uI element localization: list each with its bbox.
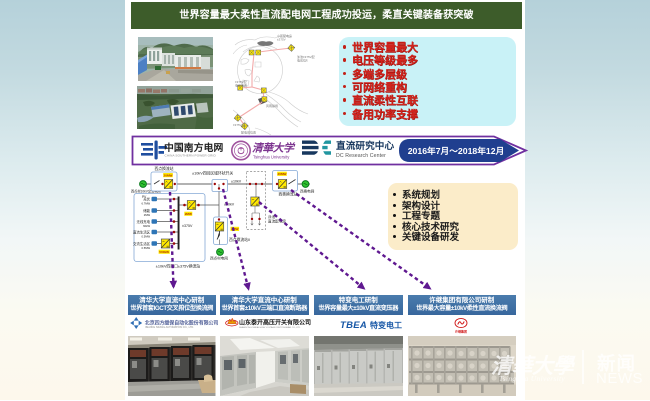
svg-text:0.5MW: 0.5MW [141,246,150,250]
svg-text:TBEA: TBEA [340,320,367,331]
svg-text:特变电工: 特变电工 [370,320,402,330]
svg-text:小区配电房: 小区配电房 [277,33,292,38]
svg-text:直流配电房: 直流配电房 [268,219,286,224]
svg-text:Tsinghua University: Tsinghua University [253,155,290,160]
svg-text:储能: 储能 [143,208,150,213]
svg-text:20MW: 20MW [278,172,287,176]
svg-text:西点换流站II: 西点换流站II [229,237,250,242]
svg-text:SHANDONG TAIKAI HIGH VOLTAGE S: SHANDONG TAIKAI HIGH VOLTAGE SWITCHGEAR … [239,326,301,329]
svg-text:±375V配: ±375V配 [235,79,247,84]
svg-text:西点村电网: 西点村电网 [210,256,228,261]
svg-text:直流研究中心: 直流研究中心 [336,140,394,152]
svg-text:60kW: 60kW [143,224,150,228]
svg-text:500kW: 500kW [159,250,169,254]
svg-text:西奥电网: 西奥电网 [300,189,315,194]
svg-text:2MW: 2MW [144,213,151,217]
svg-text:交流生活区: 交流生活区 [133,241,151,246]
svg-text:20MW: 20MW [164,173,173,177]
svg-text:2MW: 2MW [185,212,192,216]
svg-text:±375V: ±375V [277,38,286,42]
svg-text:电房位¶: 电房位¶ [297,58,308,63]
svg-text:泳池±375V配: 泳池±375V配 [297,54,315,59]
svg-text:中国南方电网: 中国南方电网 [164,141,223,154]
svg-text:0.5MW: 0.5MW [141,235,150,239]
svg-text:西奥换流站: 西奥换流站 [279,192,298,197]
svg-text:±375V: ±375V [182,224,193,228]
svg-text:配电房位置: 配电房位置 [241,130,256,135]
svg-text:±10kV四端口±375V换流站: ±10kV四端口±375V换流站 [156,264,201,269]
svg-text:±10kV: ±10kV [224,203,235,207]
svg-text:直流生活区: 直流生活区 [133,229,151,234]
svg-text:西点村10kV交流电网: 西点村10kV交流电网 [131,189,161,194]
svg-text:±375V房: ±375V房 [233,122,245,127]
svg-text:泳池: 泳池 [268,214,276,219]
svg-text:无线充电: 无线充电 [136,219,150,224]
svg-text:北京四方继保自动化股份有限公司: 北京四方继保自动化股份有限公司 [145,319,219,326]
svg-text:CHINA SOUTHERN POWER GRID: CHINA SOUTHERN POWER GRID [165,154,217,158]
svg-text:2MW: 2MW [231,227,238,231]
svg-text:6.7MW: 6.7MW [141,202,150,206]
svg-text:风雨操场: 风雨操场 [266,103,278,108]
svg-text:±10kV四回区域环状开关: ±10kV四回区域环状开关 [192,171,233,176]
svg-text:DC Research Center: DC Research Center [336,153,386,159]
svg-text:山东泰开高压开关有限公司: 山东泰开高压开关有限公司 [239,319,311,327]
svg-text:电房位置: 电房位置 [235,82,247,87]
svg-text:西点换流站: 西点换流站 [155,166,174,171]
svg-text:BEIJING SIFANG AUTOMATION CO.,: BEIJING SIFANG AUTOMATION CO., LTD. [146,326,195,329]
svg-text:2016年7月～2018年12月: 2016年7月～2018年12月 [408,145,505,156]
svg-text:±10kV: ±10kV [231,180,242,184]
svg-text:清華大学: 清華大学 [252,142,296,155]
svg-text:PV: PV [142,195,147,199]
svg-text:许继集团: 许继集团 [455,328,467,333]
svg-text:光伏: 光伏 [143,196,150,201]
